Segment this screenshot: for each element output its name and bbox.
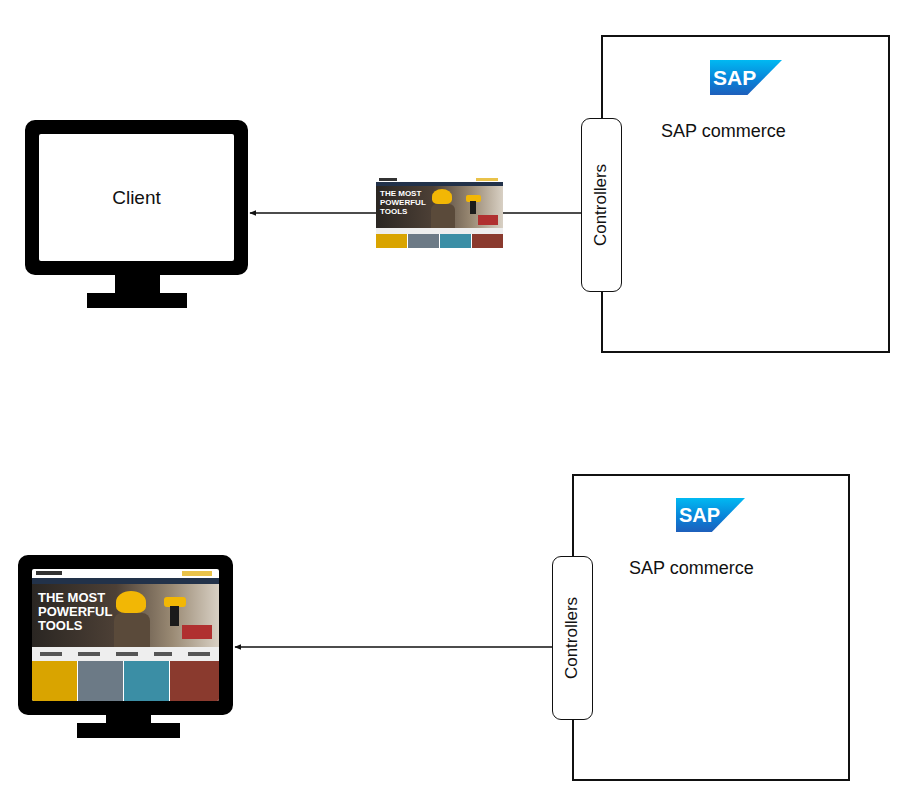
brand-mark xyxy=(116,652,138,656)
monitor-stand xyxy=(77,712,180,738)
controller-box: Controllers xyxy=(552,556,593,720)
edge-label: THE MOST POWERFUL TOOLS xyxy=(380,190,428,216)
product-image xyxy=(376,234,407,248)
worker-helmet xyxy=(432,189,452,204)
controller-label: Controllers xyxy=(563,597,583,679)
monitor-screen: THE MOST POWERFUL TOOLS xyxy=(32,569,219,701)
drill-grip xyxy=(170,606,179,626)
node-label: Client xyxy=(112,187,161,209)
product-image xyxy=(408,234,439,248)
product-image xyxy=(170,661,219,701)
product-image xyxy=(472,234,503,248)
brand-mark xyxy=(188,652,210,656)
tool-case xyxy=(182,625,212,639)
monitor-base xyxy=(77,723,180,738)
product-image xyxy=(440,234,471,248)
monitor-neck xyxy=(115,272,160,296)
monitor-base xyxy=(87,293,187,308)
page-thumbnail: THE MOST POWERFUL TOOLS xyxy=(376,177,503,248)
worker-helmet xyxy=(116,591,146,613)
site-logo xyxy=(379,178,397,181)
monitor-screen: Client xyxy=(39,134,234,261)
tool-case xyxy=(478,215,498,225)
brand-mark xyxy=(154,652,172,656)
logo-text: SAP xyxy=(676,498,720,532)
controller-box: Controllers xyxy=(581,118,622,292)
drill-grip xyxy=(470,201,476,214)
system-name: SAP commerce xyxy=(629,558,754,579)
worker-body xyxy=(114,613,150,647)
site-search xyxy=(182,571,212,576)
worker-body xyxy=(431,204,455,228)
site-logo xyxy=(36,571,62,575)
product-image xyxy=(124,661,169,701)
controller-label: Controllers xyxy=(592,164,612,246)
monitor-stand xyxy=(87,272,187,308)
system-name: SAP commerce xyxy=(661,121,786,142)
product-image xyxy=(78,661,123,701)
flow-arrow xyxy=(235,646,552,648)
client-monitor: Client xyxy=(25,120,248,275)
brand-mark xyxy=(40,652,62,656)
product-image xyxy=(32,661,77,701)
hero-headline: THE MOST POWERFUL TOOLS xyxy=(38,591,112,633)
site-search xyxy=(476,178,498,181)
client-monitor: THE MOST POWERFUL TOOLS xyxy=(18,555,233,715)
brand-mark xyxy=(78,652,100,656)
logo-text: SAP xyxy=(710,60,756,95)
